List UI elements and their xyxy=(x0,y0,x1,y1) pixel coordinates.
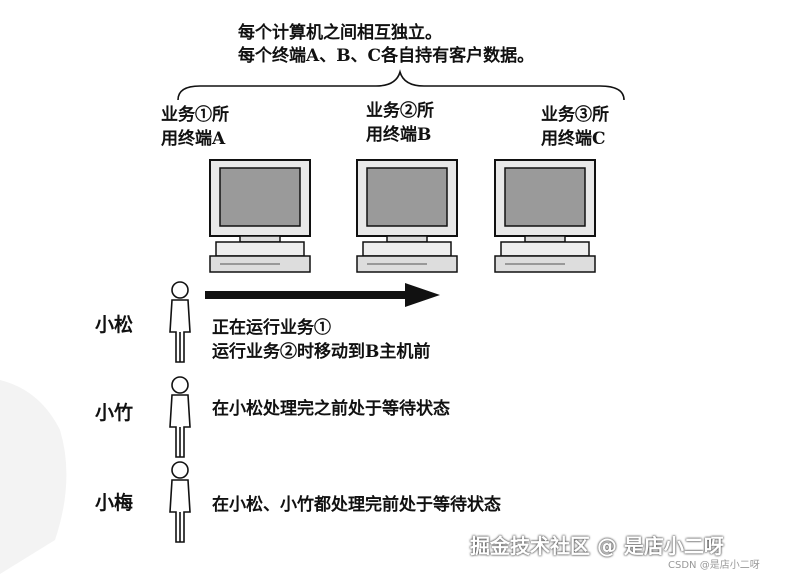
person-figure-xiaosong xyxy=(169,281,191,363)
computer-terminal-c xyxy=(494,159,596,273)
person-desc-xiaomei: 在小松、小竹都处理完前处于等待状态 xyxy=(212,495,501,515)
computer-terminal-a xyxy=(209,159,311,273)
move-arrow xyxy=(205,283,440,307)
computer-terminal-b xyxy=(356,159,458,273)
person-desc-xiaosong-2: 运行业务②时移动到B主机前 xyxy=(212,342,431,362)
terminal-c-label-1: 业务③所 xyxy=(541,105,609,125)
terminal-b-label-1: 业务②所 xyxy=(366,101,434,121)
terminal-a-label-2: 用终端A xyxy=(161,129,226,149)
person-name-xiaomei: 小梅 xyxy=(95,492,134,514)
person-desc-xiaosong-1: 正在运行业务① xyxy=(212,318,331,338)
watermark-small: CSDN @是店小二呀 xyxy=(668,560,760,571)
watermark-main: 掘金技术社区 @ 是店小二呀 xyxy=(470,534,724,558)
person-name-xiaozhu: 小竹 xyxy=(95,402,134,424)
note-line-2: 每个终端A、B、C各自持有客户数据。 xyxy=(238,46,535,66)
terminal-c-label-2: 用终端C xyxy=(541,129,606,149)
background-blob xyxy=(0,380,67,574)
person-desc-xiaozhu: 在小松处理完之前处于等待状态 xyxy=(212,399,450,419)
terminal-b-label-2: 用终端B xyxy=(366,125,432,145)
person-figure-xiaomei xyxy=(169,461,191,543)
curly-brace xyxy=(177,69,625,101)
person-name-xiaosong: 小松 xyxy=(95,314,134,336)
note-line-1: 每个计算机之间相互独立。 xyxy=(238,23,442,43)
terminal-a-label-1: 业务①所 xyxy=(161,105,229,125)
person-figure-xiaozhu xyxy=(169,376,191,458)
